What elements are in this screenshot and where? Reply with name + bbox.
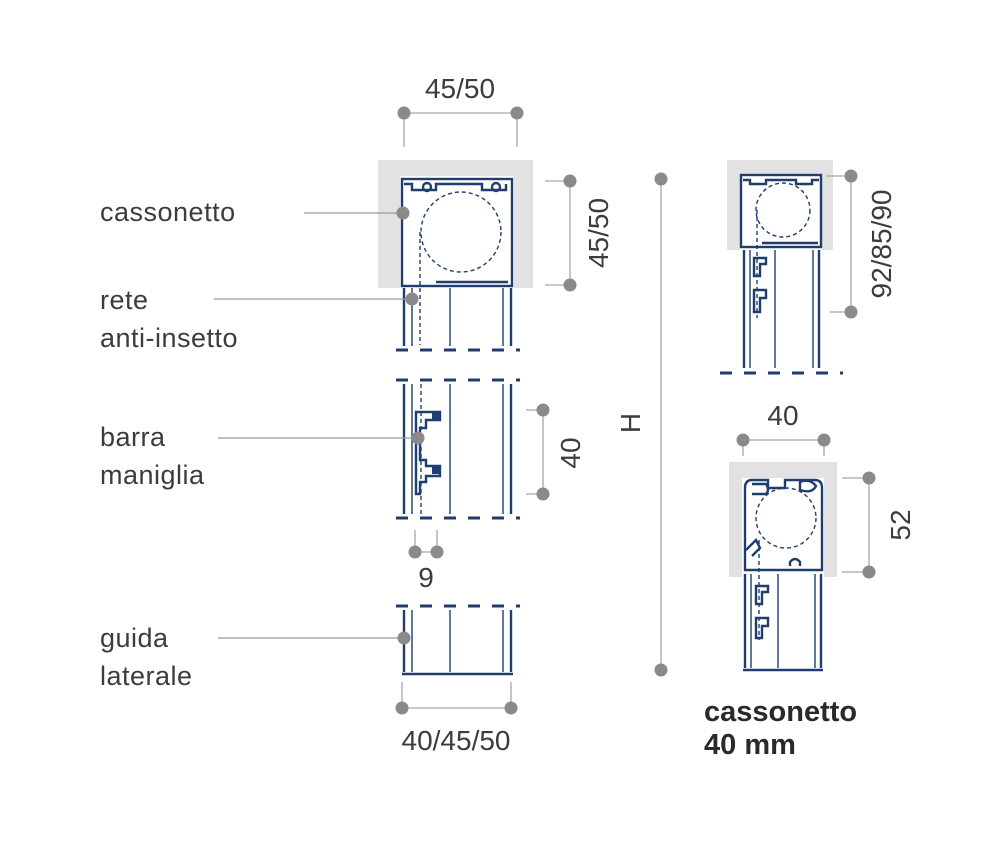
small-housing-height-label: 52 bbox=[885, 509, 916, 540]
handle-height-label: 40 bbox=[555, 437, 586, 468]
detail-box-standard: 92/85/90 bbox=[720, 160, 897, 375]
box-height-label: 45/50 bbox=[583, 198, 614, 268]
label-guida-line1: guida bbox=[100, 623, 169, 653]
upper-guide-segment bbox=[396, 288, 520, 352]
caption-line1: cassonetto bbox=[704, 696, 857, 728]
box-width-label: 45/50 bbox=[425, 73, 495, 104]
total-height-label: H bbox=[615, 413, 646, 433]
handle-segment: 40 9 bbox=[396, 378, 586, 593]
label-rete-line2: anti-insetto bbox=[100, 323, 238, 353]
label-cassonetto: cassonetto bbox=[100, 197, 236, 227]
label-barra-line2: maniglia bbox=[100, 460, 205, 490]
callout-labels: cassonetto rete anti-insetto barra manig… bbox=[100, 197, 425, 691]
guide-width-label: 40/45/50 bbox=[402, 725, 511, 756]
small-box-width-label: 40 bbox=[767, 400, 798, 431]
main-assembly: 45/50 45/50 bbox=[378, 73, 614, 756]
handle-gap-label: 9 bbox=[418, 562, 434, 593]
label-barra-line1: barra bbox=[100, 422, 166, 452]
total-height-dimension: H bbox=[615, 172, 668, 677]
label-guida-line2: laterale bbox=[100, 661, 193, 691]
box-width-dimension: 45/50 bbox=[397, 73, 524, 147]
lower-guide-segment: 40/45/50 bbox=[395, 604, 520, 756]
small-box-height-label: 92/85/90 bbox=[866, 190, 897, 299]
label-rete-line1: rete bbox=[100, 285, 149, 315]
cassonetto-box: 45/50 bbox=[378, 160, 614, 345]
detail-box-40mm: 40 52 bbox=[729, 400, 916, 672]
caption-line2: 40 mm bbox=[704, 729, 796, 761]
